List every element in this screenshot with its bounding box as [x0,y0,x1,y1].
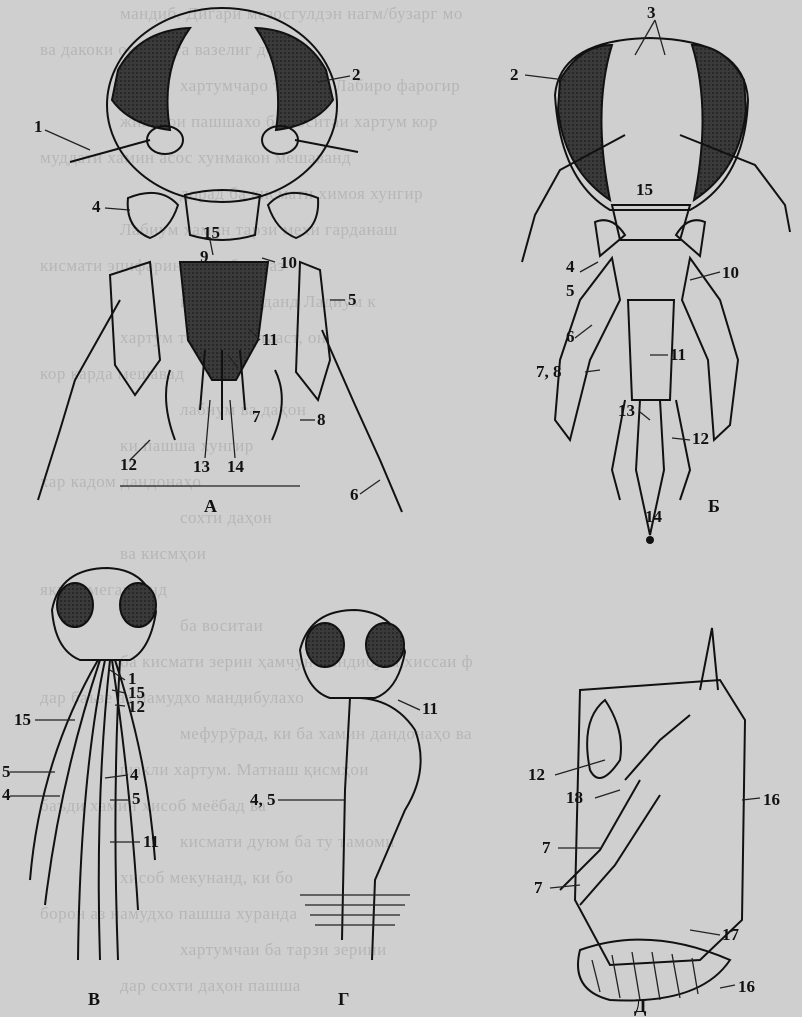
labium-a [180,262,268,380]
label-d-18: 18 [566,788,583,807]
stylets-d-3 [580,795,660,905]
panel-label-g: Г [338,989,349,1009]
mandible-right-b [676,220,705,256]
label-g-11: 11 [422,699,438,718]
stylet-bundle-v-1 [45,660,100,905]
label-a-12: 12 [120,455,137,474]
figure-d [560,628,745,1001]
label-b-7-8: 7, 8 [536,362,562,381]
compound-eye-right [256,28,333,130]
leader-lines [10,20,760,988]
label-d-16b: 16 [738,977,755,996]
label-b-5: 5 [566,281,575,300]
label-b-11: 11 [670,345,686,364]
label-a-10: 10 [280,253,297,272]
compound-eye-right-g [366,623,404,667]
panel-label-b: Б [708,496,720,516]
label-b-13: 13 [618,401,635,420]
label-b-15: 15 [636,180,653,199]
maxilla-right-b [682,258,738,440]
label-a-15: 15 [203,223,220,242]
proboscis-g [342,698,350,940]
label-d-12: 12 [528,765,545,784]
label-a-6: 6 [350,485,359,504]
compound-eye-right-v [120,583,156,627]
label-a-8: 8 [317,410,326,429]
maxilla-right-a [296,262,330,400]
antenna-right [295,140,358,152]
figure-v [30,568,156,960]
stylet-bundle-v-3 [99,660,110,960]
label-v-12: 12 [128,697,145,716]
mandible-left-b [595,220,625,256]
label-a-14: 14 [227,457,245,476]
label-v-5b: 5 [132,789,141,808]
figure-a [38,8,402,512]
labrum-a [185,190,260,240]
labium-sheath-g [360,698,421,960]
label-a-13: 13 [193,457,210,476]
head-capsule-d [575,680,745,965]
label-b-10: 10 [722,263,739,282]
label-b-2: 2 [510,65,519,84]
label-d-7b: 7 [534,878,543,897]
compound-eye-left-v [57,583,93,627]
flabellum-b [646,536,654,544]
label-v-15b: 15 [14,710,31,729]
label-a-5: 5 [348,290,357,309]
figure-g [300,610,421,960]
labial-palp-right-a [322,330,402,512]
label-a-1: 1 [34,117,43,136]
compound-eye-left-b [558,45,612,200]
maxillary-palp-d [587,700,621,778]
label-d-7a: 7 [542,838,551,857]
label-d-16a: 16 [763,790,780,809]
label-v-4a: 4 [130,765,139,784]
label-b-3: 3 [647,3,656,22]
panel-label-d: Д [634,996,647,1016]
panel-label-v: В [88,989,100,1009]
label-v-11: 11 [143,832,159,851]
panel-label-a: А [204,496,217,516]
labium-b [628,300,674,400]
label-g-4-5: 4, 5 [250,790,276,809]
compound-eye-left [112,28,190,130]
mandible-left-a [128,193,178,238]
label-a-2: 2 [352,65,361,84]
figure-v-labels: 1 15 12 15 5 4 4 5 11 В [2,669,159,1009]
figure-b [522,38,790,544]
label-v-4b: 4 [2,785,11,804]
label-d-17: 17 [722,925,740,944]
label-b-4: 4 [566,257,575,276]
antenna-left [70,140,150,162]
label-b-6: 6 [566,327,575,346]
label-a-9: 9 [200,247,209,266]
label-a-11: 11 [262,330,278,349]
mandible-right-a [268,193,318,238]
label-b-14: 14 [645,507,663,526]
stylet-bundle-v-2 [78,660,105,960]
water-surface-g [300,895,410,925]
label-b-12: 12 [692,429,709,448]
stylets-d-1 [625,715,690,780]
maxilla-left-b [555,258,620,440]
label-v-5a: 5 [2,762,11,781]
maxilla-left-a [110,262,160,395]
maxillary-palp-left-a [38,300,120,500]
label-a-7: 7 [252,407,261,426]
compound-eye-left-g [306,623,344,667]
label-a-4: 4 [92,197,101,216]
